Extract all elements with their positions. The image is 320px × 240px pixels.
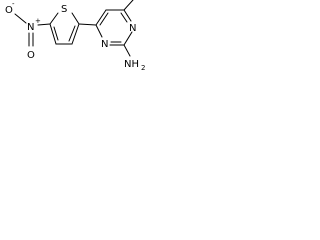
- bond-c5-s: [49, 12, 59, 25]
- bond-methyl: [123, 0, 134, 11]
- bond-c4-c5-inner: [53, 26, 59, 41]
- amine-label: NH: [124, 59, 139, 70]
- bond-n-thiophene: [37, 23, 51, 26]
- bond-thiophene-pyrimidine: [78, 23, 97, 26]
- bond-s-c2: [71, 12, 80, 25]
- bond-c4-c5p-inner: [99, 12, 109, 26]
- ring-nitrogen-bottom-label: N: [101, 39, 108, 50]
- chemical-structure-diagram: O - N + O S N N NH 2: [5, 0, 145, 72]
- bond-c2-c3-inner: [68, 25, 76, 42]
- bond-o-n-upper: [14, 13, 27, 24]
- oxygen-left-label: O: [5, 5, 13, 16]
- oxygen-bottom-label: O: [27, 50, 35, 61]
- bond-amine: [123, 44, 131, 57]
- oxygen-minus-charge: -: [12, 0, 15, 8]
- sulfur-label: S: [61, 4, 67, 15]
- bond-c4-c5: [49, 23, 57, 45]
- bond-c6-n1: [123, 9, 132, 22]
- amine-subscript: 2: [141, 64, 145, 72]
- bond-c2-c3: [71, 23, 80, 45]
- bond-n1-c2p: [123, 31, 133, 46]
- bond-n3-c4: [95, 24, 103, 38]
- ring-nitrogen-top-label: N: [129, 23, 136, 34]
- nitro-plus-charge: +: [35, 17, 41, 25]
- nitro-nitrogen-label: N: [27, 22, 34, 33]
- bond-c6-n1-inner: [120, 12, 128, 23]
- bond-c4-c5p: [95, 9, 107, 26]
